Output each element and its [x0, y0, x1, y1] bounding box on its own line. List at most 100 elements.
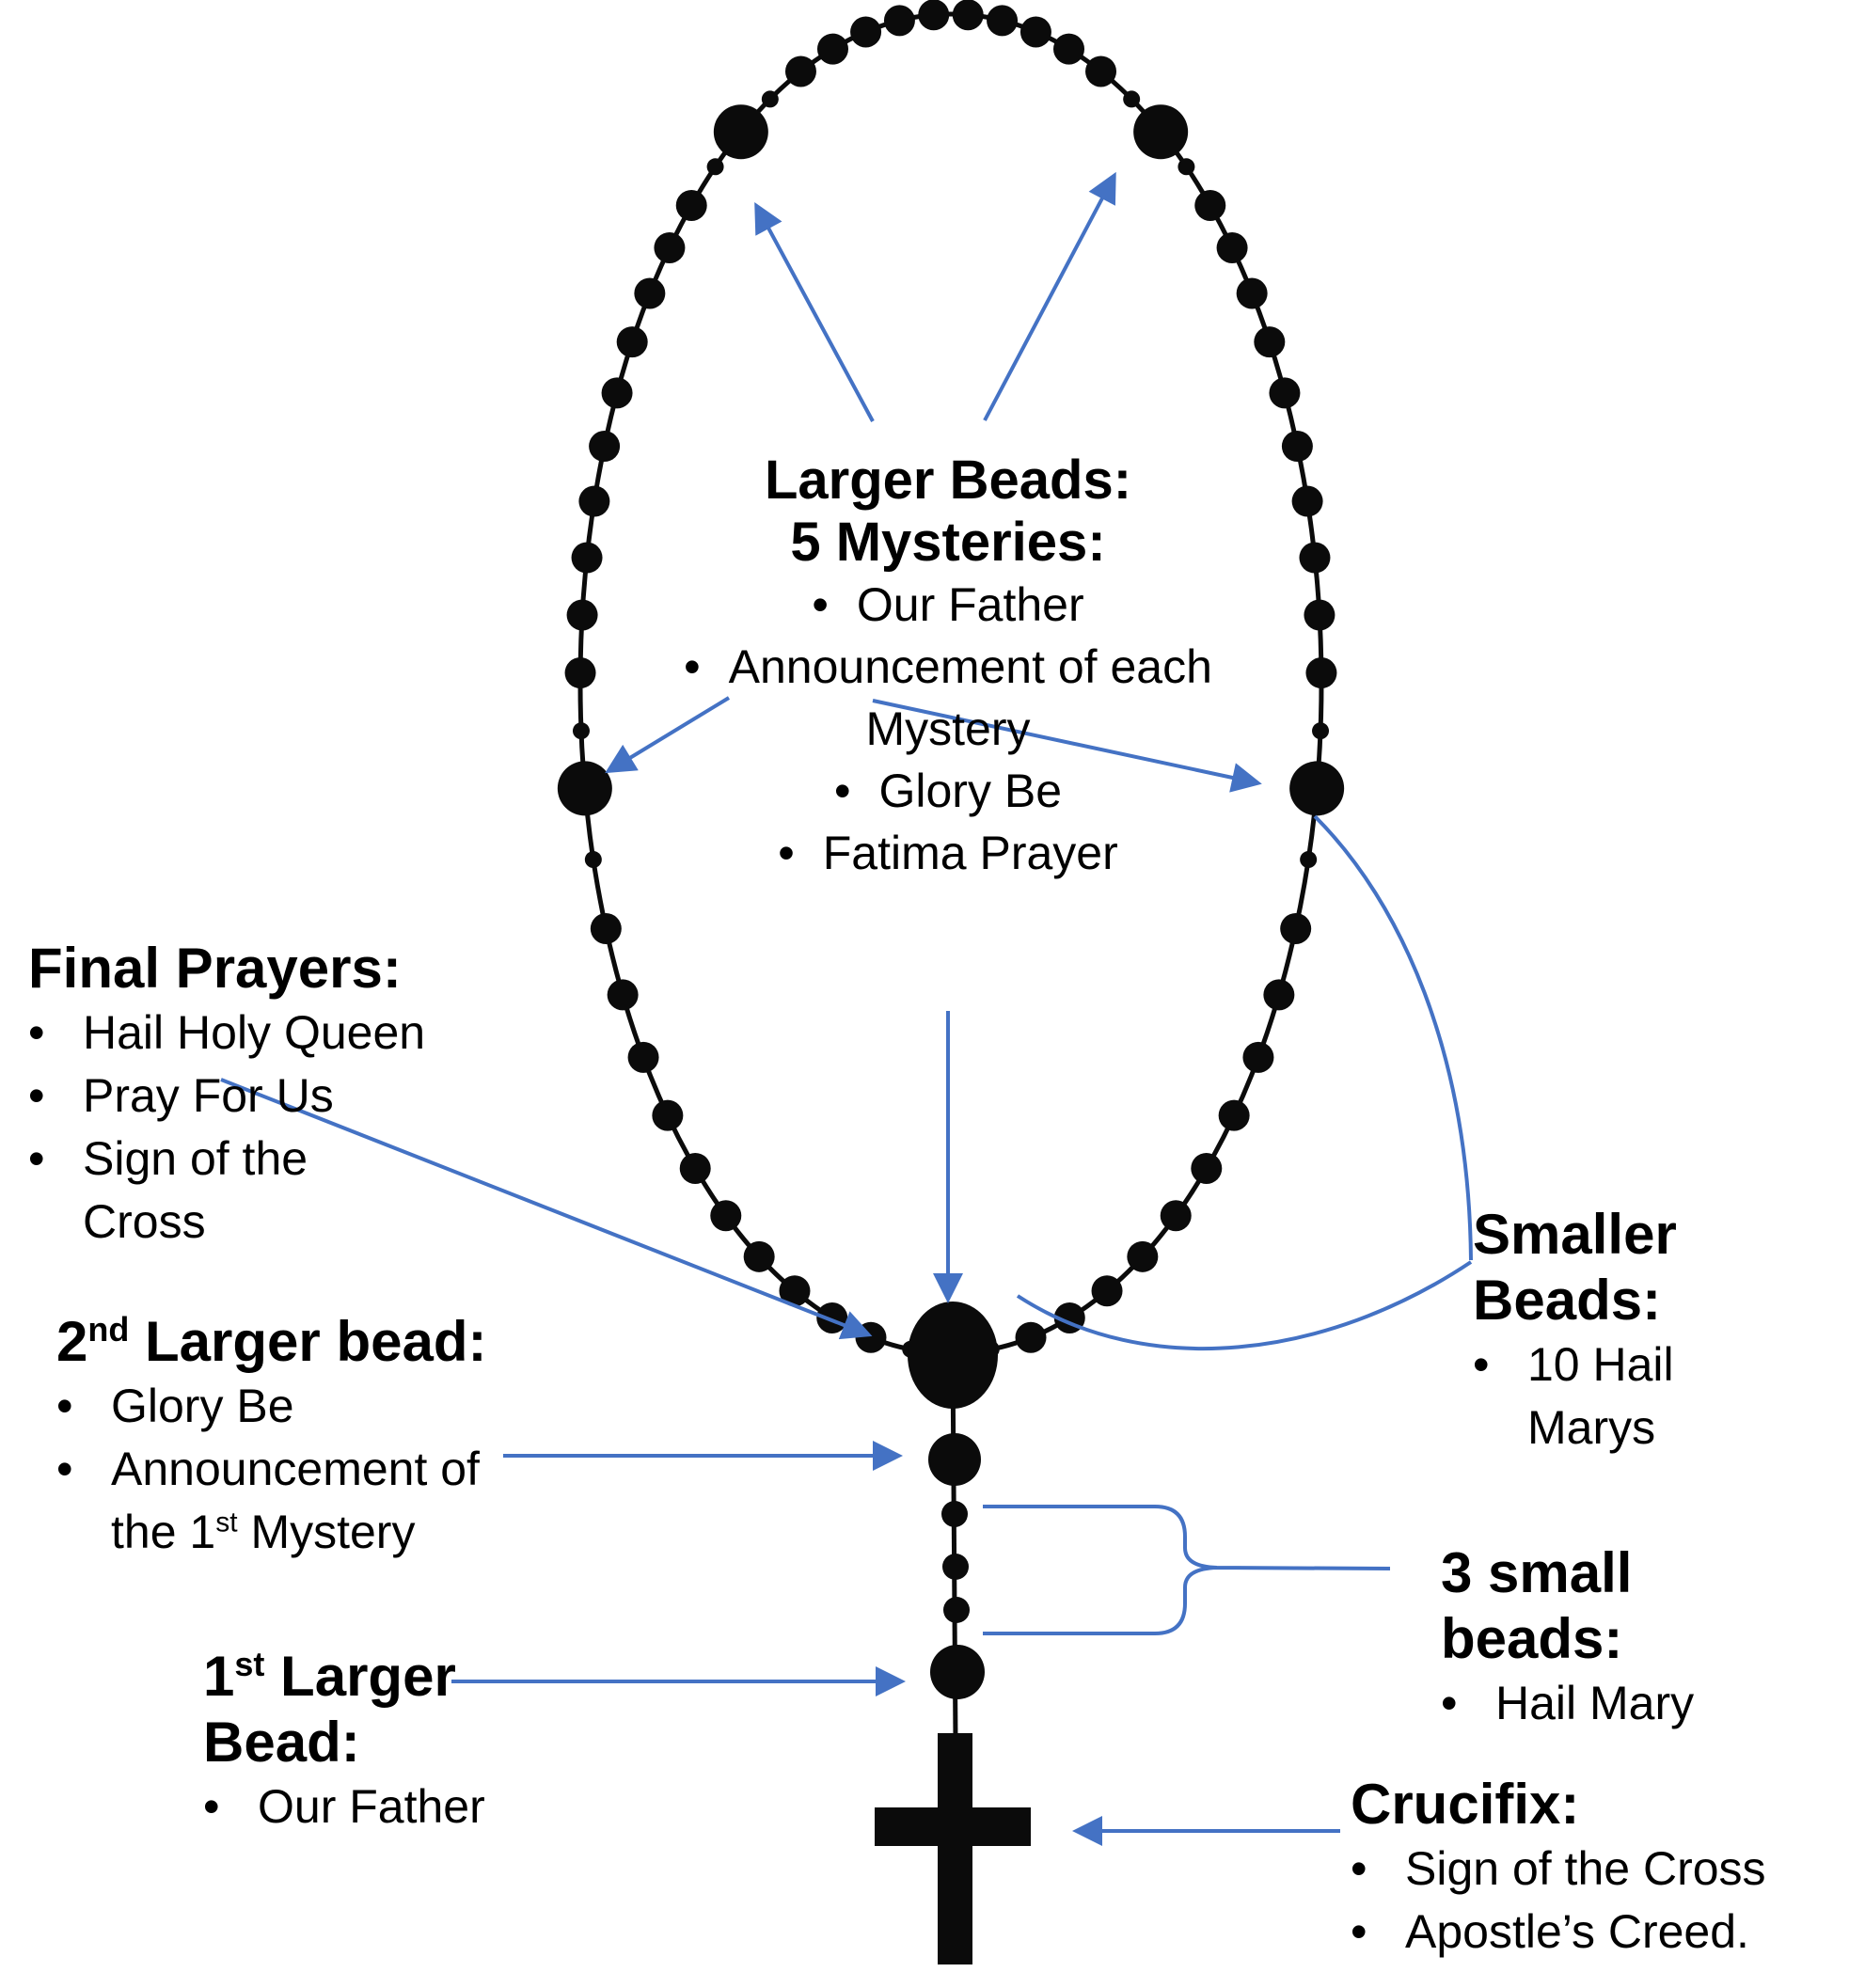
- bullet-icon: •: [684, 640, 701, 693]
- bead: [816, 33, 848, 65]
- bead: [883, 5, 915, 37]
- bead: [675, 189, 707, 221]
- bead: [1291, 485, 1323, 517]
- list-item: •Our Father: [812, 578, 1084, 631]
- bead: [1305, 657, 1337, 689]
- crucifix-icon: [875, 1733, 1031, 1964]
- bead: [1218, 1099, 1250, 1131]
- list-item: • Sign of the Cross: [1351, 1838, 1766, 1901]
- three-small-beads-note: 3 small beads: • Hail Mary: [1441, 1540, 1694, 1735]
- second-larger-bead-note: 2nd Larger bead: • Glory Be • Announceme…: [56, 1309, 486, 1564]
- bead: [627, 1041, 659, 1073]
- bead: [572, 722, 590, 740]
- bullet-icon: •: [778, 827, 795, 879]
- bead: [616, 326, 648, 358]
- bead: [1123, 90, 1141, 108]
- bead: [941, 1501, 968, 1527]
- bead: [557, 761, 612, 816]
- bullet-icon: •: [833, 765, 851, 817]
- bullet-icon: •: [28, 1132, 45, 1185]
- bead: [589, 431, 621, 463]
- three-small-beads-heading: 3 small: [1441, 1541, 1633, 1604]
- bead: [779, 1275, 811, 1307]
- bead: [590, 913, 622, 945]
- list-item: • Pray For Us: [28, 1065, 425, 1128]
- bullet-icon: •: [203, 1780, 220, 1833]
- bead: [1254, 326, 1286, 358]
- beads-group: [557, 0, 1345, 1699]
- five-mysteries-heading: 5 Mysteries:: [790, 512, 1106, 573]
- bead: [1160, 1200, 1192, 1232]
- first-larger-bead-heading-line2: Bead:: [203, 1711, 360, 1774]
- list-item: • Apostle’s Creed.: [1351, 1901, 1766, 1964]
- list-item: • Glory Be: [56, 1375, 486, 1438]
- bullet-icon: •: [1351, 1842, 1367, 1895]
- list-item: • Our Father: [203, 1775, 485, 1838]
- bead: [1091, 1275, 1123, 1307]
- bullet-icon: •: [56, 1380, 73, 1432]
- list-item: •Announcement of each: [684, 640, 1212, 693]
- smaller-beads-note: Smaller Beads: • 10 Hail Marys: [1473, 1202, 1677, 1459]
- bullet-icon: •: [812, 578, 829, 631]
- bead: [1133, 104, 1189, 160]
- bullet-icon: •: [1351, 1905, 1367, 1958]
- bead: [1312, 722, 1330, 740]
- arrow-to-top-right-large-bead: [983, 171, 1116, 421]
- bead: [634, 277, 666, 309]
- bead: [987, 5, 1019, 37]
- bead: [1015, 1321, 1047, 1353]
- bead: [784, 55, 816, 87]
- bead: [761, 90, 779, 108]
- bead: [1019, 16, 1051, 48]
- bead: [566, 599, 598, 631]
- bead: [1299, 542, 1331, 574]
- bullet-icon: •: [28, 1006, 45, 1059]
- three-small-beads-heading-line2: beads:: [1441, 1607, 1623, 1670]
- list-item: • 10 Hail Marys: [1473, 1333, 1677, 1459]
- arrow-to-mid-right-large-bead: [872, 699, 1262, 793]
- bead: [607, 979, 639, 1011]
- bead: [710, 1200, 742, 1232]
- bead: [601, 377, 633, 409]
- final-prayers-note: Final Prayers: • Hail Holy Queen • Pray …: [28, 936, 425, 1254]
- bead: [571, 542, 603, 574]
- list-item: • Hail Mary: [1441, 1672, 1694, 1735]
- bullet-icon: •: [56, 1443, 73, 1495]
- crucifix-heading: Crucifix:: [1351, 1773, 1580, 1836]
- curve-smaller-beads-bottom: [1016, 1260, 1473, 1351]
- bead: [850, 16, 882, 48]
- bead: [918, 0, 950, 31]
- bead: [578, 485, 610, 517]
- bead: [1300, 851, 1318, 869]
- list-item: • Sign of the Cross: [28, 1128, 425, 1254]
- bead: [1281, 431, 1313, 463]
- bead: [713, 104, 768, 160]
- arrow-final-prayers: [220, 1078, 873, 1340]
- list-item: •Fatima Prayer: [778, 827, 1118, 879]
- bead: [584, 851, 602, 869]
- larger-beads-heading: Larger Beads:: [764, 450, 1132, 511]
- bead: [1191, 1152, 1223, 1184]
- arrow-to-top-left-large-bead: [754, 201, 875, 422]
- bead: [1194, 189, 1226, 221]
- bullet-icon: •: [1473, 1338, 1490, 1391]
- bead: [1053, 33, 1085, 65]
- bead: [1304, 599, 1336, 631]
- bead: [943, 1597, 970, 1623]
- bead: [1236, 277, 1268, 309]
- bead: [654, 232, 686, 264]
- bead: [928, 1433, 981, 1486]
- annotation-arrows: [220, 171, 1473, 1846]
- bead: [1242, 1041, 1274, 1073]
- arrow-to-mid-left-large-bead: [605, 696, 731, 774]
- bead: [855, 1321, 887, 1353]
- second-larger-bead-heading: 2nd Larger bead:: [56, 1310, 487, 1373]
- list-item: •Glory Be: [833, 765, 1063, 817]
- bead: [1216, 232, 1248, 264]
- list-item: • Announcement of the 1st Mystery: [56, 1438, 486, 1564]
- bead: [1269, 377, 1301, 409]
- bead: [1127, 1240, 1159, 1272]
- first-larger-bead-note: 1st Larger Bead: • Our Father: [203, 1644, 485, 1838]
- centerpiece-bead: [908, 1302, 998, 1409]
